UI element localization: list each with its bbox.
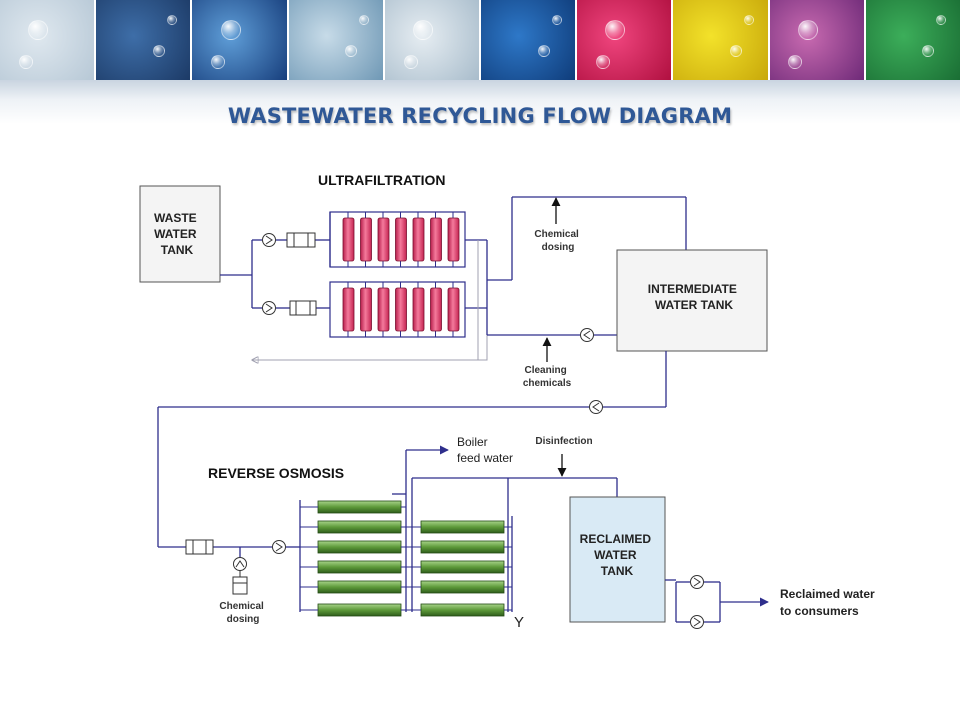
cleaning-pump-icon: [580, 328, 594, 342]
uf-membrane-bank: [329, 281, 466, 338]
photo-banner: [0, 0, 960, 80]
ro-membrane-module: [420, 603, 505, 617]
ro-high-pressure-pump-icon: [272, 540, 286, 554]
uf-membrane-module: [377, 287, 390, 332]
ro-membrane-module: [420, 580, 505, 594]
chemical-dosing-ro-label: Chemical dosing: [219, 601, 266, 625]
intermediate-water-tank: [616, 249, 768, 352]
reclaimed-water-tank: [569, 496, 666, 623]
disinfection-label: Disinfection: [535, 436, 592, 447]
boiler-feed-water-label: Boiler feed water: [457, 435, 513, 465]
banner-photo-tile: [96, 0, 193, 80]
uf-membrane-module: [447, 217, 460, 262]
ro-membrane-module: [317, 560, 402, 574]
uf-membrane-module: [360, 217, 372, 262]
distribution-pump-icon: [690, 615, 704, 629]
uf-membrane-module: [342, 217, 355, 262]
distribution-piping: [665, 579, 769, 623]
uf-membrane-module: [412, 217, 425, 262]
cleaning-chemicals-label: Cleaning chemicals: [523, 365, 572, 389]
ro-membrane-module: [420, 560, 505, 574]
chemical-dosing-uf-label: Chemical dosing: [534, 229, 581, 253]
intermediate-water-tank-label: INTERMEDIATE WATER TANK: [648, 282, 740, 312]
ro-membrane-module: [317, 500, 402, 514]
banner-photo-tile: [384, 0, 482, 80]
uf-membrane-module: [430, 287, 442, 332]
uf-membrane-module: [412, 287, 425, 332]
uf-membrane-module: [395, 217, 407, 262]
page-title: WASTEWATER RECYCLING FLOW DIAGRAM: [227, 104, 733, 128]
ro-membrane-module: [317, 540, 402, 554]
banner-photo-tile: [769, 0, 866, 80]
banner-photo-tile: [481, 0, 578, 80]
ro-feed-piping: [157, 351, 667, 612]
uf-membrane-modules: [342, 212, 460, 337]
uf-prefilter-icon: [289, 300, 317, 316]
valve-symbol: Y: [514, 614, 524, 631]
ro-membrane-module: [317, 520, 402, 534]
banner-photo-tile: [865, 0, 960, 80]
ro-membrane-modules: [300, 500, 512, 617]
uf-outlet-piping: [252, 196, 687, 360]
banner-photo-tile: [577, 0, 674, 80]
ro-cartridge-filter-icon: [185, 539, 214, 555]
ro-membrane-module: [317, 603, 402, 617]
uf-membrane-module: [447, 287, 460, 332]
distribution-pump-icon: [690, 575, 704, 589]
uf-pump-icon: [262, 233, 276, 247]
reclaimed-to-consumers-label: Reclaimed water to consumers: [780, 587, 878, 618]
banner-photo-tile: [673, 0, 770, 80]
uf-membrane-module: [430, 217, 442, 262]
uf-membrane-module: [395, 287, 407, 332]
ro-membrane-module: [420, 520, 505, 534]
ro-outlet-piping: [392, 445, 618, 612]
ro-dosing-pump-icon: [232, 547, 248, 595]
uf-membrane-module: [360, 287, 372, 332]
banner-photo-tile: [288, 0, 385, 80]
ro-membrane-module: [317, 580, 402, 594]
waste-water-tank: [139, 185, 221, 283]
uf-prefilter-icon: [286, 232, 316, 248]
ro-transfer-pump-icon: [589, 400, 603, 414]
header-band: [0, 80, 960, 124]
waste-water-tank-label: WASTE WATER TANK: [154, 211, 200, 257]
uf-membrane-module: [377, 217, 390, 262]
ro-membrane-module: [420, 540, 505, 554]
reverse-osmosis-heading: REVERSE OSMOSIS: [208, 465, 344, 481]
uf-membrane-module: [342, 287, 355, 332]
ultrafiltration-heading: ULTRAFILTRATION: [318, 172, 446, 188]
banner-photo-tile: [0, 0, 97, 80]
reclaimed-water-tank-label: RECLAIMED WATER TANK: [580, 532, 655, 578]
uf-inlet-piping: [220, 239, 330, 309]
uf-pump-icon: [262, 301, 276, 315]
banner-photo-tile: [192, 0, 289, 80]
